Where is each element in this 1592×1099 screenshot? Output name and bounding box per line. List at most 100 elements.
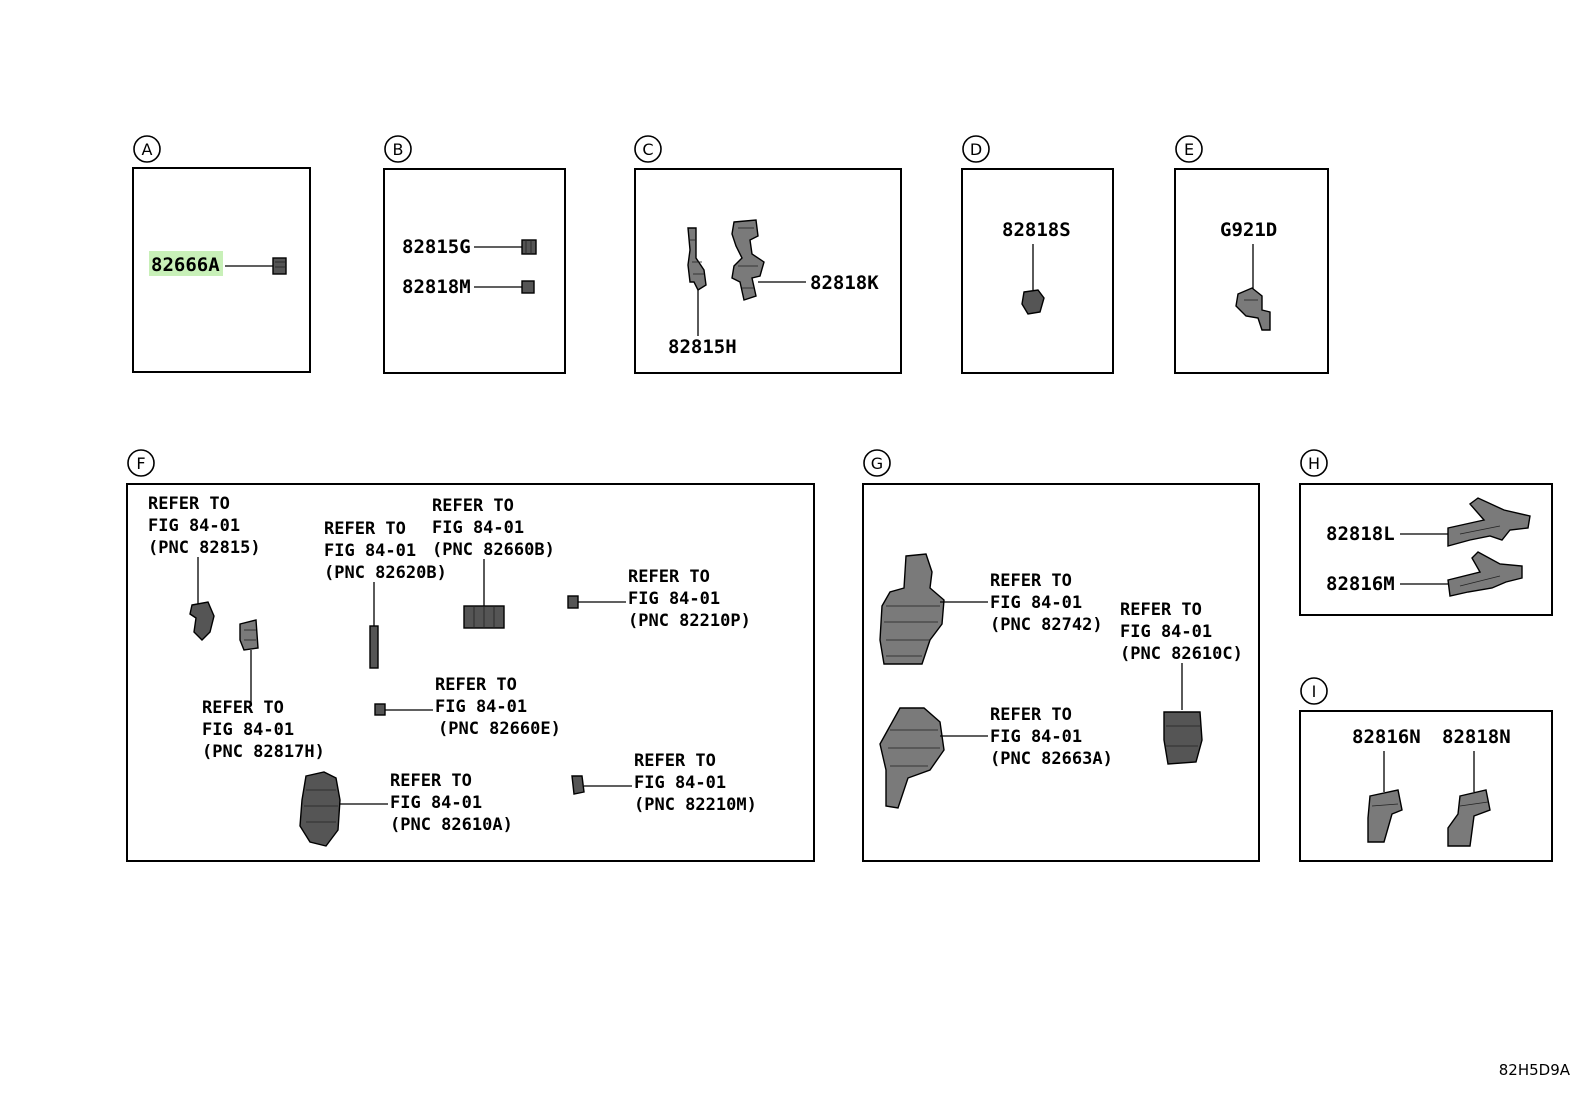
section-i-frame [1299, 710, 1553, 862]
part-label-82818K[interactable]: 82818K [810, 272, 879, 294]
section-e: E G921D [1174, 135, 1329, 374]
part-82815G-icon[interactable] [521, 239, 537, 255]
ref-82742-label[interactable]: REFER TO FIG 84-01 (PNC 82742) [990, 571, 1103, 635]
svg-text:REFER TO: REFER TO [435, 675, 517, 695]
section-f-letter: F [136, 454, 145, 473]
ref-82815-label[interactable]: REFER TO FIG 84-01 (PNC 82815) [148, 494, 261, 558]
part-82660E-icon[interactable] [374, 703, 386, 716]
ref-82620B-label[interactable]: REFER TO FIG 84-01 (PNC 82620B) [324, 519, 447, 583]
svg-text:FIG 84-01: FIG 84-01 [628, 589, 720, 609]
part-82610A-icon[interactable] [299, 771, 341, 847]
svg-text:FIG 84-01: FIG 84-01 [390, 793, 482, 813]
ref-82610A-label[interactable]: REFER TO FIG 84-01 (PNC 82610A) [390, 771, 513, 835]
part-82816N-icon[interactable] [1367, 789, 1403, 843]
section-i-marker [1300, 677, 1328, 705]
svg-text:REFER TO: REFER TO [634, 751, 716, 771]
part-label-82816N[interactable]: 82816N [1352, 726, 1421, 748]
svg-text:REFER TO: REFER TO [432, 496, 514, 516]
section-d-marker [962, 135, 990, 163]
part-82663A-icon[interactable] [879, 707, 945, 809]
section-c-marker [634, 135, 662, 163]
svg-text:(PNC 82610C): (PNC 82610C) [1120, 644, 1243, 664]
section-d-frame [961, 168, 1114, 374]
part-82818K-icon[interactable] [731, 219, 765, 301]
section-h-frame [1299, 483, 1553, 616]
section-f: F REFER TO FIG 84-01 (PNC 82815) REFER T… [126, 449, 815, 862]
part-82742-icon[interactable] [879, 553, 945, 665]
section-a-frame [132, 167, 311, 373]
part-82620B-icon[interactable] [369, 625, 379, 669]
part-82610C-icon[interactable] [1163, 711, 1203, 765]
part-82210P-icon[interactable] [567, 595, 579, 609]
svg-text:FIG 84-01: FIG 84-01 [990, 593, 1082, 613]
svg-text:(PNC 82815): (PNC 82815) [148, 538, 261, 558]
svg-text:REFER TO: REFER TO [628, 567, 710, 587]
part-label-G921D[interactable]: G921D [1220, 219, 1277, 241]
section-g-marker [863, 449, 891, 477]
part-82666A-icon[interactable] [272, 257, 287, 275]
part-label-82818L[interactable]: 82818L [1326, 523, 1395, 545]
part-82660B-icon[interactable] [463, 605, 505, 629]
svg-text:REFER TO: REFER TO [990, 705, 1072, 725]
ref-82663A-label[interactable]: REFER TO FIG 84-01 (PNC 82663A) [990, 705, 1113, 769]
ref-82210M-label[interactable]: REFER TO FIG 84-01 (PNC 82210M) [634, 751, 757, 815]
part-label-82666A[interactable]: 82666A [151, 254, 220, 276]
section-i-letter: I [1312, 682, 1317, 701]
part-82818M-icon[interactable] [521, 280, 535, 294]
section-b-marker [384, 135, 412, 163]
part-82818L-icon[interactable] [1447, 497, 1531, 547]
part-G921D-icon[interactable] [1235, 287, 1271, 331]
svg-text:REFER TO: REFER TO [324, 519, 406, 539]
section-b: B 82815G 82818M [383, 135, 566, 374]
section-c-letter: C [642, 140, 653, 159]
part-82210M-icon[interactable] [571, 775, 585, 795]
svg-text:REFER TO: REFER TO [148, 494, 230, 514]
section-h-marker [1300, 449, 1328, 477]
ref-82660E-label[interactable]: REFER TO FIG 84-01 (PNC 82660E) [435, 675, 561, 739]
drawing-code: 82H5D9A [1499, 1061, 1571, 1079]
part-82815H-icon[interactable] [687, 227, 707, 292]
svg-text:(PNC 82210P): (PNC 82210P) [628, 611, 751, 631]
svg-text:REFER TO: REFER TO [202, 698, 284, 718]
svg-text:(PNC 82660B): (PNC 82660B) [432, 540, 555, 560]
svg-text:REFER TO: REFER TO [1120, 600, 1202, 620]
section-a-letter: A [142, 140, 153, 159]
section-f-marker [127, 449, 155, 477]
part-82815-icon[interactable] [189, 601, 215, 641]
part-82818N-icon[interactable] [1447, 789, 1491, 847]
section-e-marker [1175, 135, 1203, 163]
ref-82210P-label[interactable]: REFER TO FIG 84-01 (PNC 82210P) [628, 567, 751, 631]
section-g-letter: G [871, 454, 883, 473]
part-label-82815H[interactable]: 82815H [668, 336, 737, 358]
part-82816M-icon[interactable] [1447, 551, 1523, 597]
ref-82610C-label[interactable]: REFER TO FIG 84-01 (PNC 82610C) [1120, 600, 1243, 664]
ref-82817H-label[interactable]: REFER TO FIG 84-01 (PNC 82817H) [202, 698, 325, 762]
svg-text:FIG 84-01: FIG 84-01 [435, 697, 527, 717]
part-82817H-icon[interactable] [239, 619, 259, 651]
section-d-letter: D [970, 140, 982, 159]
section-h: H 82818L 82816M [1299, 449, 1553, 616]
svg-text:(PNC 82210M): (PNC 82210M) [634, 795, 757, 815]
svg-text:FIG 84-01: FIG 84-01 [432, 518, 524, 538]
svg-text:FIG 84-01: FIG 84-01 [634, 773, 726, 793]
section-i: I 82816N 82818N [1299, 677, 1553, 862]
svg-text:(PNC 82742): (PNC 82742) [990, 615, 1103, 635]
svg-text:FIG 84-01: FIG 84-01 [1120, 622, 1212, 642]
part-82818S-icon[interactable] [1021, 289, 1045, 315]
ref-82660B-label[interactable]: REFER TO FIG 84-01 (PNC 82660B) [432, 496, 555, 560]
section-c-frame [634, 168, 902, 374]
section-g-frame [862, 483, 1260, 862]
svg-text:FIG 84-01: FIG 84-01 [990, 727, 1082, 747]
svg-text:(PNC 82610A): (PNC 82610A) [390, 815, 513, 835]
svg-text:FIG 84-01: FIG 84-01 [148, 516, 240, 536]
svg-text:(PNC 82620B): (PNC 82620B) [324, 563, 447, 583]
part-label-82815G[interactable]: 82815G [402, 236, 471, 258]
svg-text:(PNC 82663A): (PNC 82663A) [990, 749, 1113, 769]
section-g: G REFER TO FIG 84-01 (PNC 82742) REFER T… [862, 449, 1260, 862]
part-label-82816M[interactable]: 82816M [1326, 573, 1395, 595]
part-label-82818N[interactable]: 82818N [1442, 726, 1511, 748]
part-label-82818M[interactable]: 82818M [402, 276, 471, 298]
highlight-82666A [149, 251, 223, 276]
section-b-frame [383, 168, 566, 374]
part-label-82818S[interactable]: 82818S [1002, 219, 1071, 241]
